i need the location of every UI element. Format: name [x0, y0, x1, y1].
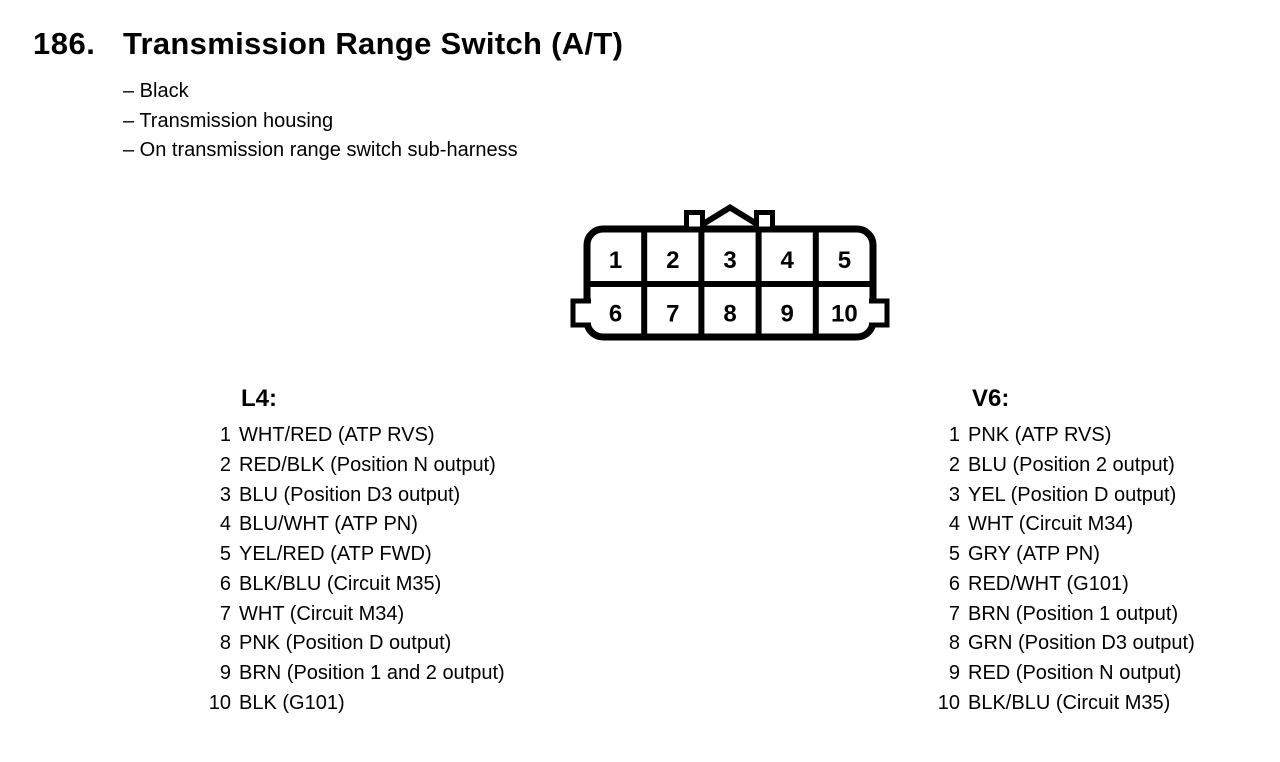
pin-number: 6: [948, 572, 960, 595]
l4-column-heading: L4:: [241, 385, 277, 412]
pin-number: 5: [219, 543, 231, 565]
pin-desc: RED/WHT (G101): [968, 572, 1129, 595]
pin-desc: GRY (ATP PN): [968, 543, 1100, 565]
pin-number: 9: [219, 662, 231, 684]
pin-number: 4: [219, 513, 231, 536]
connector-latch-chevron: [693, 203, 767, 232]
bullet-item: – Black: [123, 80, 189, 102]
page-title: Transmission Range Switch (A/T): [123, 26, 624, 61]
pin-row: 1 WHT/RED (ATP RVS): [203, 421, 505, 451]
section-number: 186.: [33, 26, 96, 61]
pin-number: 7: [219, 602, 231, 625]
pin-number: 2: [219, 453, 231, 476]
pin-row: 9 BRN (Position 1 and 2 output): [203, 659, 505, 689]
pin-row: 9 RED (Position N output): [932, 659, 1195, 689]
pin-number: 4: [948, 513, 960, 536]
pin-desc: BLU/WHT (ATP PN): [239, 513, 418, 536]
pin-row: 5 GRY (ATP PN): [932, 540, 1195, 570]
pin-number: 10: [937, 691, 960, 714]
pin-number: 7: [948, 602, 960, 625]
pin-cell-dividers: [587, 229, 873, 337]
pin-row: 8 GRN (Position D3 output): [932, 629, 1195, 659]
pin-number: 6: [219, 572, 231, 595]
pin-number: 8: [219, 632, 231, 655]
pin-desc: WHT (Circuit M34): [968, 513, 1134, 536]
pin-number: 9: [781, 301, 794, 328]
pin-desc: BLK/BLU (Circuit M35): [968, 691, 1171, 714]
connector-diagram: 1 2 3 4 5 6 7 8 9 10: [570, 203, 890, 341]
pin-row: 4 BLU/WHT (ATP PN): [203, 510, 505, 540]
pin-desc: PNK (ATP RVS): [968, 424, 1112, 446]
pin-number: 4: [781, 247, 795, 274]
pin-desc: WHT (Circuit M34): [239, 602, 405, 625]
pin-row: 1 PNK (ATP RVS): [932, 421, 1195, 451]
pin-number: 1: [948, 424, 960, 446]
pin-row: 6 RED/WHT (G101): [932, 570, 1195, 600]
pin-number: 6: [609, 301, 622, 328]
pin-row: 7 BRN (Position 1 output): [932, 600, 1195, 630]
pin-number: 2: [666, 247, 679, 274]
pin-number: 9: [948, 662, 960, 684]
pin-row: 8 PNK (Position D output): [203, 629, 505, 659]
pin-number: 2: [948, 453, 960, 476]
pin-number: 3: [948, 483, 960, 506]
pin-desc: BRN (Position 1 and 2 output): [239, 662, 505, 684]
l4-pin-list: 1 WHT/RED (ATP RVS) 2 RED/BLK (Position N …: [203, 421, 505, 719]
pin-number: 3: [219, 483, 231, 506]
pin-row: 4 WHT (Circuit M34): [932, 510, 1195, 540]
pin-desc: BLK/BLU (Circuit M35): [239, 572, 442, 595]
pin-desc: GRN (Position D3 output): [968, 632, 1195, 655]
pin-number: 10: [831, 301, 858, 328]
connector-latch-tab-right: [754, 210, 775, 232]
pin-row: 10 BLK/BLU (Circuit M35): [932, 689, 1195, 719]
pin-number: 1: [609, 247, 622, 274]
v6-column-heading: V6:: [972, 385, 1010, 412]
pin-row: 3 BLU (Position D3 output): [203, 481, 505, 511]
pin-desc: RED (Position N output): [968, 662, 1182, 684]
bullet-item: – Transmission housing: [123, 109, 334, 132]
pin-desc: YEL (Position D output): [968, 483, 1177, 506]
pin-number: 5: [948, 543, 960, 565]
pin-row: 7 WHT (Circuit M34): [203, 600, 505, 630]
pin-desc: PNK (Position D output): [239, 632, 452, 655]
pin-desc: RED/BLK (Position N output): [239, 453, 496, 476]
pin-row: 2 RED/BLK (Position N output): [203, 451, 505, 481]
pin-row: 2 BLU (Position 2 output): [932, 451, 1195, 481]
connector-side-tab-right: [869, 298, 890, 328]
pin-desc: BRN (Position 1 output): [968, 602, 1179, 625]
pin-row: 10 BLK (G101): [203, 689, 505, 719]
pin-desc: YEL/RED (ATP FWD): [239, 543, 432, 565]
pin-number: 3: [723, 247, 736, 274]
pin-row: 5 YEL/RED (ATP FWD): [203, 540, 505, 570]
pin-number: 5: [838, 247, 851, 274]
pin-row: 3 YEL (Position D output): [932, 481, 1195, 511]
pin-desc: BLU (Position D3 output): [239, 483, 461, 506]
connector-side-tab-left: [570, 298, 591, 328]
bullet-item: – On transmission range switch sub-harne…: [123, 139, 518, 161]
pin-desc: BLK (G101): [239, 691, 345, 714]
pin-number: 10: [208, 691, 231, 714]
bullet-list: – Black – Transmission housing – On tran…: [123, 77, 518, 166]
pin-number: 7: [666, 301, 679, 328]
pin-number: 1: [219, 424, 231, 446]
pin-desc: BLU (Position 2 output): [968, 453, 1175, 476]
pin-number: 8: [948, 632, 960, 655]
pin-row: 6 BLK/BLU (Circuit M35): [203, 570, 505, 600]
pin-desc: WHT/RED (ATP RVS): [239, 424, 435, 446]
connector-latch-tab-left: [684, 210, 705, 232]
pin-number: 8: [723, 301, 736, 328]
